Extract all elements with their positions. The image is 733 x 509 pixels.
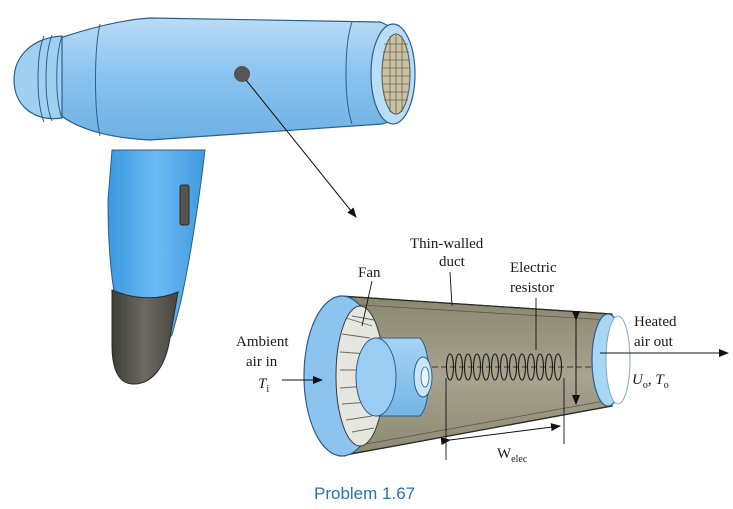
label-fan: Fan xyxy=(358,265,381,281)
label-u-t-outlet: Uo, To xyxy=(632,372,669,391)
label-w-elec: Welec xyxy=(497,446,528,465)
zoom-point-dot xyxy=(234,66,250,82)
zoom-pointer-arrow xyxy=(245,79,357,218)
fan-leader xyxy=(361,280,373,327)
dryer-grip xyxy=(111,289,179,385)
label-t-inlet: Ti xyxy=(258,376,269,395)
label-heated: Heated xyxy=(634,314,677,330)
hair-dryer-illustration xyxy=(13,17,416,385)
w-elec-dimension-arrow xyxy=(440,423,561,446)
label-ambient: Ambient xyxy=(236,334,289,350)
dryer-switch xyxy=(179,184,190,226)
label-resistor: resistor xyxy=(510,280,554,296)
label-electric: Electric xyxy=(510,260,557,276)
label-duct: duct xyxy=(439,254,466,270)
fan-blades xyxy=(339,315,375,433)
label-air-out: air out xyxy=(634,334,674,350)
label-thin-walled: Thin-walled xyxy=(410,236,484,252)
duct-leader xyxy=(449,271,453,307)
label-air-in: air in xyxy=(246,354,278,370)
duct-cutaway-illustration xyxy=(303,295,631,457)
figure-caption: Problem 1.67 xyxy=(314,484,415,503)
